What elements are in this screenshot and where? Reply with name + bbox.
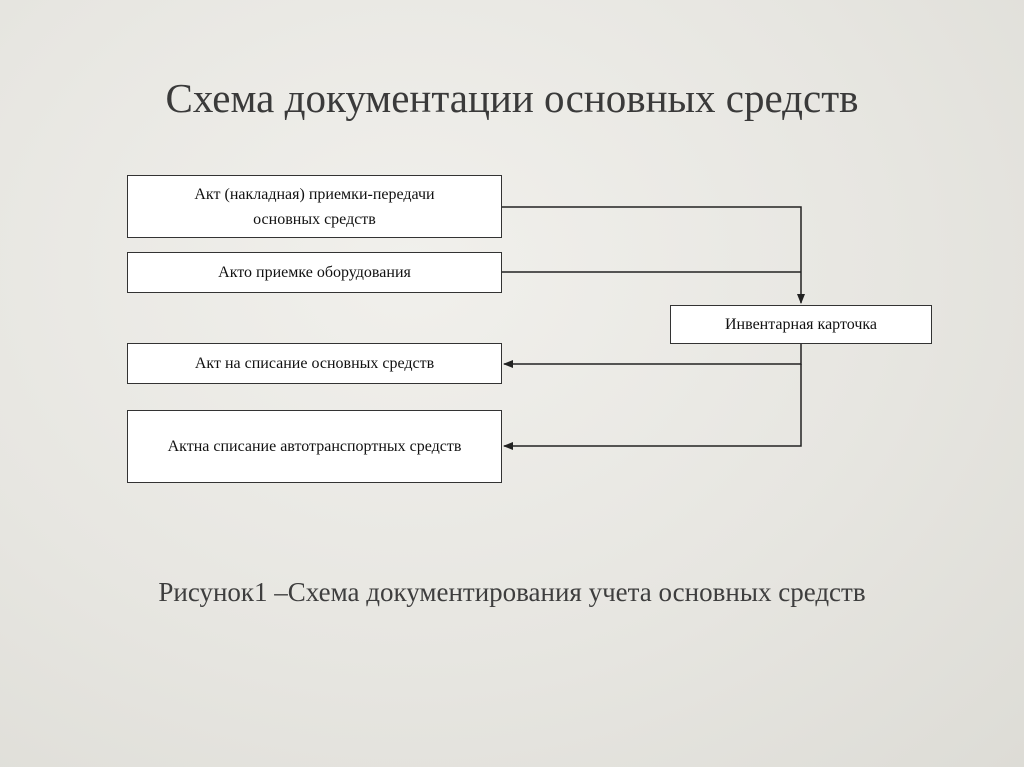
box-label: Инвентарная карточка bbox=[724, 316, 878, 333]
box-act-write-off-assets: Акт на списание основных средств bbox=[127, 343, 502, 384]
box-inventory-card: Инвентарная карточка bbox=[670, 305, 932, 344]
box-act-equipment-acceptance: Акто приемке оборудования bbox=[127, 252, 502, 293]
edge-acceptance-to-card bbox=[502, 206, 805, 304]
box-act-acceptance-transfer: Акт (накладная) приемки-передачи основны… bbox=[127, 175, 502, 238]
box-label: Акт на списание основных средств bbox=[194, 355, 435, 372]
box-label: Акто приемке оборудования bbox=[218, 264, 411, 281]
edge-card-to-write-off-vehicles bbox=[503, 364, 802, 450]
slide-title: Схема документации основных средств bbox=[165, 75, 859, 121]
box-label: Акт (накладная) приемки-передачи основны… bbox=[194, 185, 435, 228]
box-label: Актна списание автотранспортных средств bbox=[167, 438, 462, 455]
box-act-write-off-vehicles: Актна списание автотранспортных средств bbox=[127, 410, 502, 483]
figure-caption: Рисунок1 –Схема документирования учета о… bbox=[158, 577, 866, 607]
edge-card-to-write-off-assets bbox=[503, 344, 802, 368]
